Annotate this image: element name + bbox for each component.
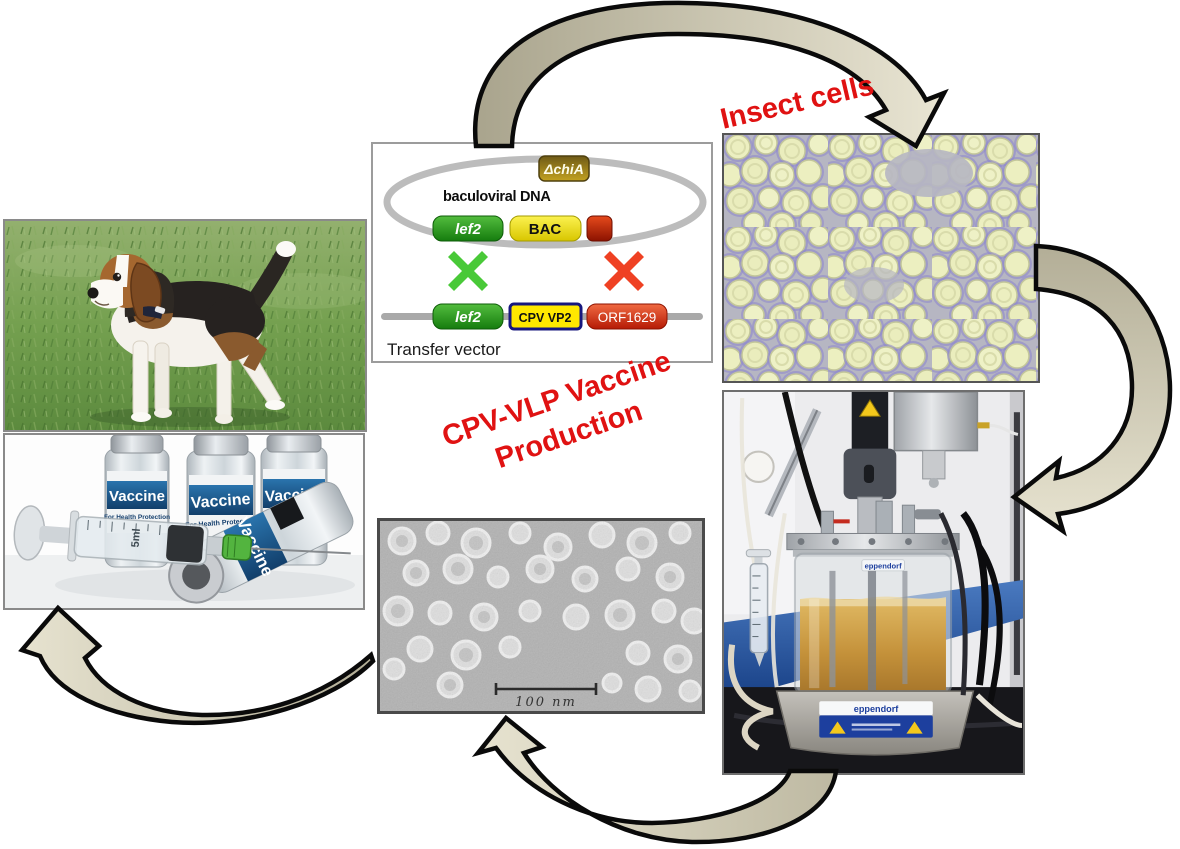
tubing-cables bbox=[727, 511, 1023, 751]
vessel-brand-label: eppendorf bbox=[865, 561, 903, 570]
plasmid-name-label: baculoviral DNA bbox=[443, 189, 551, 205]
vial-sublabel: For Health Protection bbox=[185, 518, 257, 530]
cell-field bbox=[724, 135, 1038, 381]
gene-label-lef2-vector: lef2 bbox=[455, 309, 482, 326]
gene-box-red-fragment bbox=[586, 215, 613, 242]
glass-vessel: eppendorf bbox=[793, 552, 953, 695]
crossover-x-green bbox=[447, 250, 489, 292]
needle bbox=[250, 547, 351, 555]
gene-box-lef2-vector bbox=[432, 303, 504, 330]
bioreactor-photo: eppendorf bbox=[722, 390, 1025, 775]
needle-hub bbox=[221, 534, 253, 561]
beagle-dog bbox=[87, 241, 296, 424]
gene-label-lef2-plasmid: lef2 bbox=[455, 221, 482, 238]
bioreactor-illustration: eppendorf bbox=[724, 392, 1023, 773]
gene-box-lef2-plasmid bbox=[432, 215, 504, 242]
dog-illustration bbox=[5, 221, 365, 430]
gene-box-orf1629 bbox=[586, 303, 668, 330]
sample-syringe bbox=[745, 549, 772, 667]
insect-cells-photo bbox=[722, 133, 1040, 383]
crossover-x-red bbox=[603, 250, 645, 292]
gene-label-cpv-vp2: CPV VP2 bbox=[519, 311, 572, 325]
vial-lying: Vaccine bbox=[168, 481, 354, 604]
stirrer-motor bbox=[843, 392, 897, 534]
vlp-micrograph: 100 nm bbox=[377, 518, 705, 714]
probe-arm bbox=[739, 392, 829, 565]
gene-box-delta-chia bbox=[538, 155, 590, 182]
em-grain bbox=[380, 521, 702, 711]
transfer-vector-caption: Transfer vector bbox=[387, 340, 501, 359]
syringe: 5ml bbox=[13, 505, 351, 566]
base-brand-label: eppendorf bbox=[854, 704, 899, 714]
gene-label-bac: BAC bbox=[529, 221, 562, 238]
scale-bar: 100 nm bbox=[494, 683, 598, 710]
vaccine-photo: Vaccine For Health Protection Vaccine Fo… bbox=[3, 433, 365, 610]
dog-photo bbox=[3, 219, 367, 432]
vaccine-illustration: Vaccine For Health Protection Vaccine Fo… bbox=[5, 435, 363, 608]
gene-box-cpv-vp2 bbox=[508, 302, 583, 331]
insect-cells-micrograph bbox=[724, 135, 1038, 381]
wall-module bbox=[893, 392, 1019, 489]
gene-label-orf1629: ORF1629 bbox=[598, 310, 657, 325]
syringe-volume-label: 5ml bbox=[130, 528, 143, 548]
vial-sublabel: For Health Protection bbox=[104, 514, 170, 521]
cycle-arrow-bottom-left bbox=[18, 604, 376, 726]
dog-shadow bbox=[90, 407, 290, 427]
transfer-vector-diagram: ΔchiA baculoviral DNA lef2 BAC lef2 CPV … bbox=[381, 155, 707, 359]
vlp-em-image: 100 nm bbox=[380, 521, 702, 711]
gene-box-bac bbox=[509, 215, 582, 242]
control-base: eppendorf bbox=[775, 690, 975, 756]
gene-label-delta-chia: ΔchiA bbox=[543, 161, 584, 177]
transfer-vector-panel: ΔchiA baculoviral DNA lef2 BAC lef2 CPV … bbox=[371, 142, 713, 363]
vial-label: Vaccine bbox=[109, 488, 165, 505]
insect-cells-label: Insect cells bbox=[717, 69, 878, 136]
scale-bar-label: 100 nm bbox=[515, 695, 577, 710]
vial-label: Vaccine bbox=[190, 491, 251, 512]
